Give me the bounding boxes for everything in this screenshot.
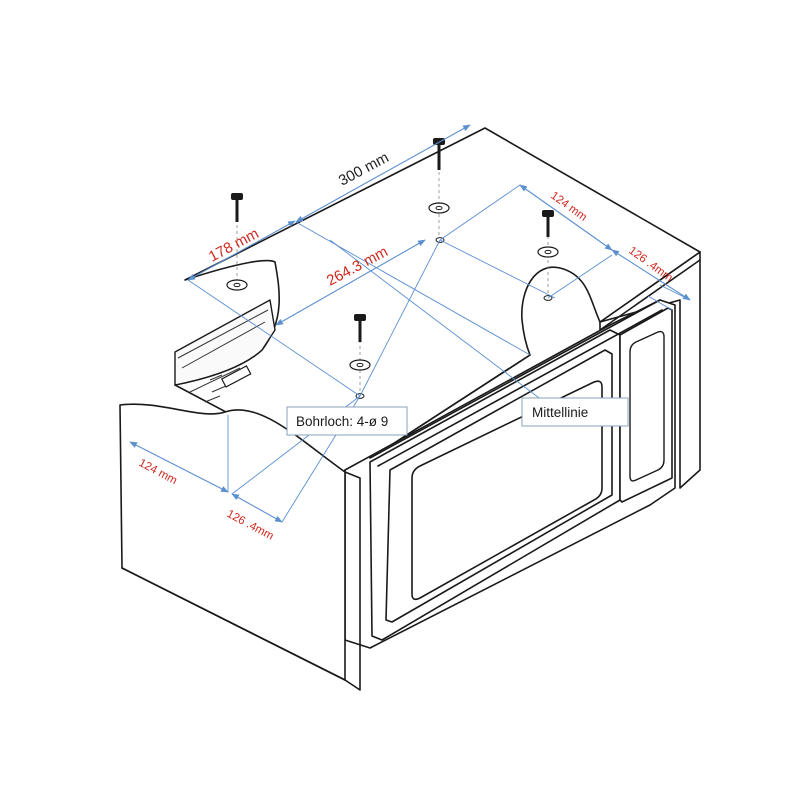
microwave-door-window xyxy=(411,380,603,601)
microwave-left-frame xyxy=(177,309,269,393)
screw-head-icon xyxy=(433,138,445,145)
center-line-callout: Mittellinie xyxy=(521,397,629,427)
dimension-264-line xyxy=(275,239,426,326)
screw-left-back xyxy=(226,193,248,291)
dimension-300-line xyxy=(295,124,471,223)
mounting-bracket-detail xyxy=(204,374,227,403)
dimension-178-line xyxy=(187,220,296,281)
mounting-bracket xyxy=(220,365,252,388)
microwave-top-face xyxy=(174,299,276,386)
screw-head-icon xyxy=(542,210,554,217)
microwave-top-edge xyxy=(369,299,663,467)
cabinet-left-panel-bottom xyxy=(121,567,346,681)
screw-head-icon xyxy=(354,314,366,321)
cabinet-left-panel-edge xyxy=(344,471,361,691)
center-line xyxy=(329,239,556,411)
dimension-124-bottom-line xyxy=(129,441,229,493)
microwave-control-display xyxy=(629,330,665,482)
microwave-door-inner-frame xyxy=(385,349,613,623)
drill-hole-callout-text: Bohrloch: 4-ø 9 xyxy=(296,414,388,429)
center-line-callout-text: Mittellinie xyxy=(532,405,588,420)
dimension-124-top-line xyxy=(519,184,613,251)
dimension-126-top-line xyxy=(611,249,691,301)
screw-head-icon xyxy=(231,193,243,200)
drill-hole-callout: Bohrloch: 4-ø 9 xyxy=(286,406,408,436)
screw-axis-lines xyxy=(236,172,549,395)
dimension-126-bottom-line xyxy=(231,493,283,523)
